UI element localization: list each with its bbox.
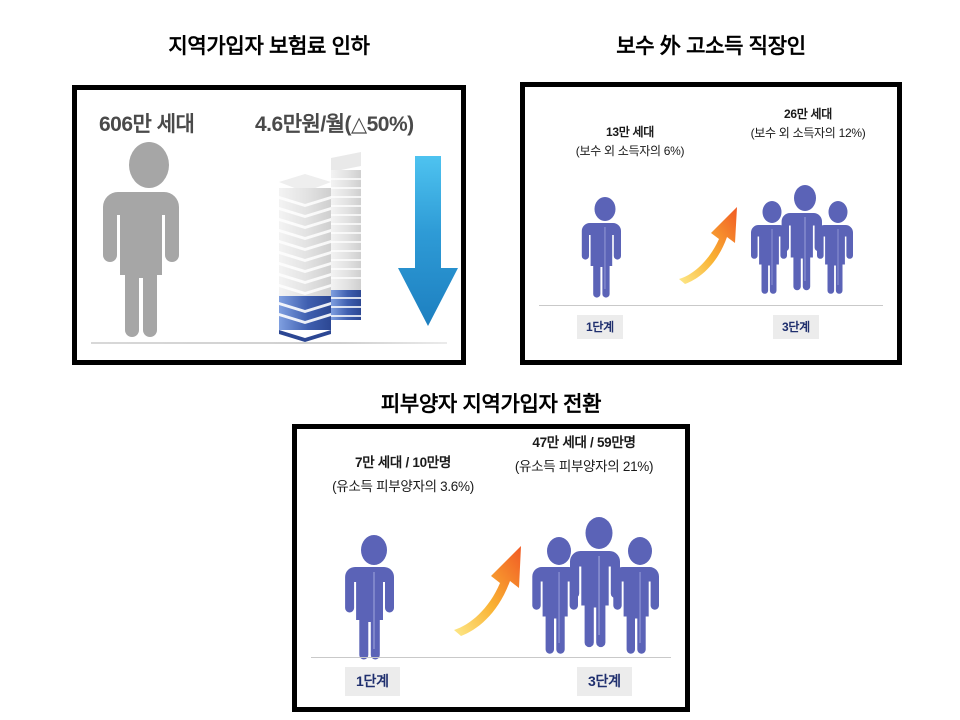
callout-line2: (보수 외 소득자의 6%) [575, 143, 685, 158]
panel-title-reduction: 지역가입자 보험료 인하 [168, 35, 370, 58]
panel-premium-reduction: 606만 세대 4.6만원/월(△50%) [72, 85, 466, 365]
stage-label-3: 3단계 [577, 667, 632, 696]
callout-line2: (유소득 피부양자의 3.6%) [332, 478, 474, 494]
stage-label-1: 1단계 [577, 315, 623, 339]
callout-line2: (보수 외 소득자의 12%) [750, 125, 866, 140]
person-icon [581, 197, 628, 298]
panel-dependent-conversion: 7만 세대 / 10만명 (유소득 피부양자의 3.6%) 47만 세대 / 5… [292, 424, 690, 712]
households-count-label: 606만 세대 [99, 113, 195, 136]
callout-line2: (유소득 피부양자의 21%) [514, 458, 654, 474]
baseline-divider [91, 342, 447, 344]
building-tower-icon [273, 152, 383, 342]
person-icon [103, 142, 193, 337]
stage-divider-line [311, 657, 671, 658]
premium-amount-label: 4.6만원/월(△50%) [255, 113, 414, 136]
callout-stage1-dependent: 7만 세대 / 10만명 (유소득 피부양자의 3.6%) [295, 451, 511, 498]
callout-line1: 13만 세대 [605, 125, 654, 139]
callout-line1: 7만 세대 / 10만명 [354, 455, 452, 470]
stage-label-1: 1단계 [345, 667, 400, 696]
panel-title-highincome: 보수 外 고소득 직장인 [616, 35, 806, 58]
callout-stage1-highincome: 13만 세대 (보수 외 소득자의 6%) [535, 123, 725, 160]
callout-line1: 26만 세대 [783, 107, 832, 121]
people-group-icon [532, 517, 663, 659]
callout-stage3-dependent: 47만 세대 / 59만명 (유소득 피부양자의 21%) [479, 431, 689, 478]
down-arrow-icon [395, 156, 461, 332]
stage-label-3: 3단계 [773, 315, 819, 339]
stage-divider-line [539, 305, 883, 306]
growth-arrow-icon [675, 199, 751, 285]
callout-line1: 47만 세대 / 59만명 [532, 435, 636, 450]
panel-title-dependent: 피부양자 지역가입자 전환 [380, 393, 602, 416]
people-group-icon [751, 185, 857, 297]
callout-stage3-highincome: 26만 세대 (보수 외 소득자의 12%) [715, 105, 901, 142]
panel-high-income-workers: 13만 세대 (보수 외 소득자의 6%) 26만 세대 (보수 외 소득자의 … [520, 82, 902, 365]
person-icon [345, 535, 403, 660]
growth-arrow-icon [449, 537, 537, 637]
